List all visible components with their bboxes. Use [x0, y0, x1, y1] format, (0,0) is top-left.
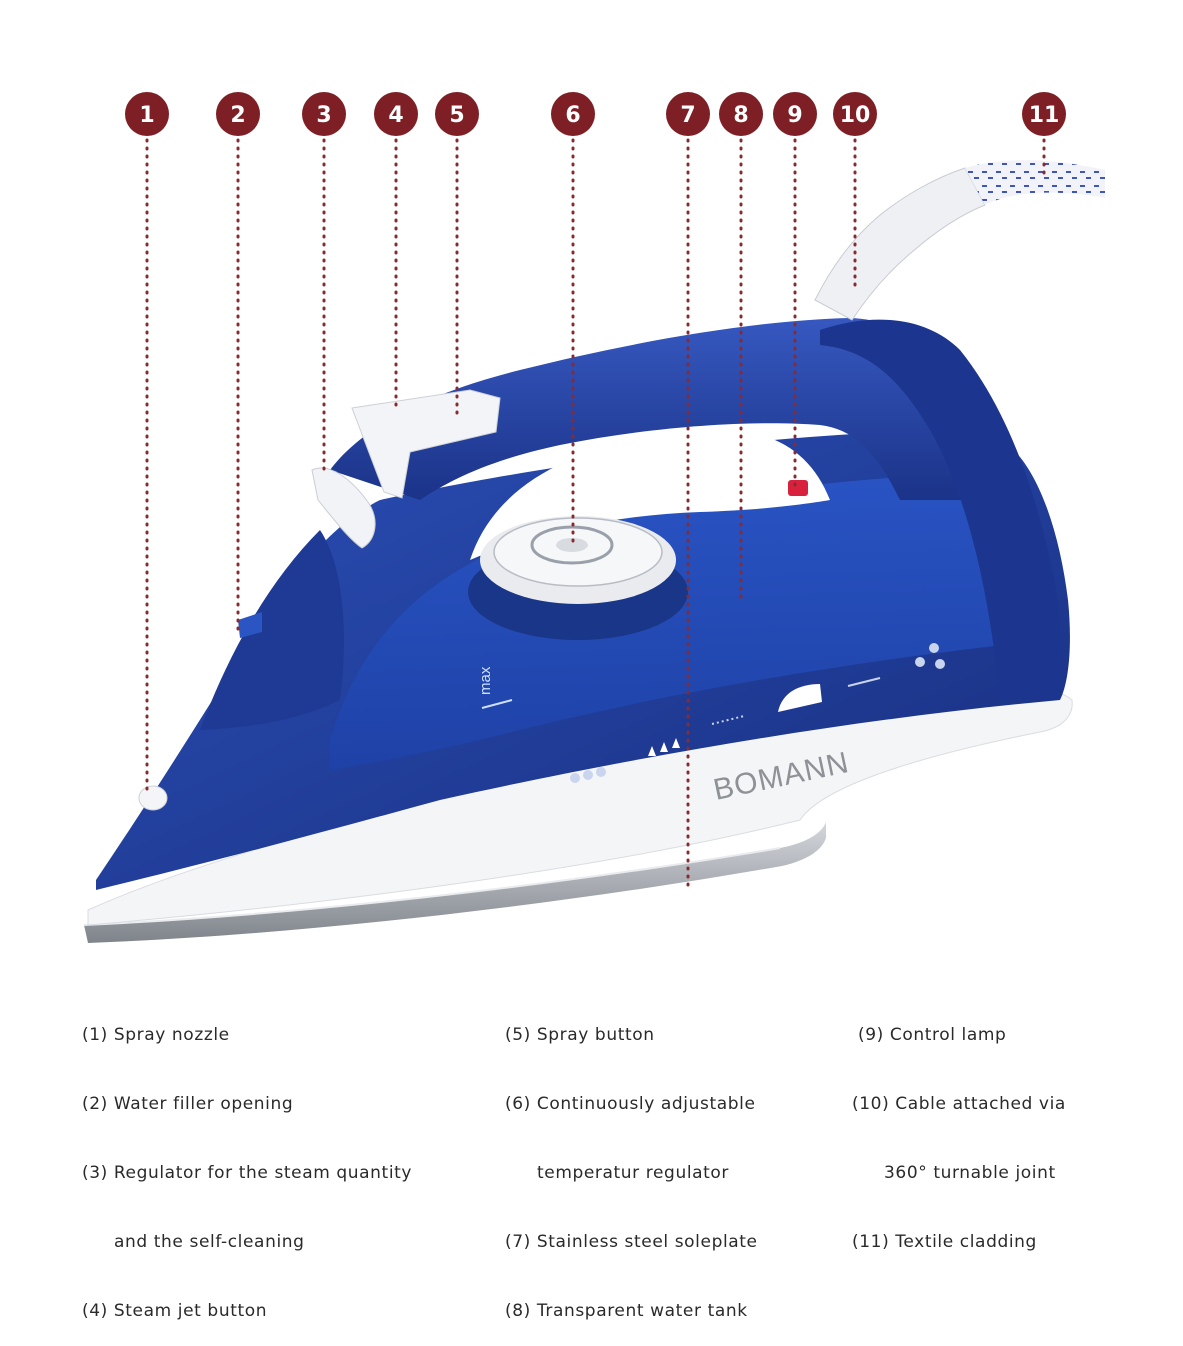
tail-block — [820, 319, 1061, 700]
steam-level-icon — [648, 738, 680, 756]
marker-8: 8 — [719, 92, 763, 136]
markers: 1 2 3 4 5 6 7 8 9 10 11 — [125, 92, 1066, 136]
svg-text:4: 4 — [388, 103, 403, 128]
soleplate-edge — [83, 847, 781, 926]
legend-entry: (5) Spray button — [505, 1025, 655, 1045]
legend-entry: (8) Transparent water tank — [505, 1301, 748, 1321]
leader-lines — [145, 138, 1046, 890]
multi-dots-icon — [915, 657, 925, 667]
legend-entry: (4) Steam jet button — [82, 1301, 268, 1321]
legend-left: (1) Spray nozzle (2) Water filler openin… — [82, 978, 412, 1346]
tank-max-label: max — [477, 666, 494, 695]
legend-entry: (7) Stainless steel soleplate — [505, 1232, 758, 1252]
svg-text:5: 5 — [449, 103, 464, 128]
legend-right: (9) Control lamp (10) Cable attached via… — [852, 978, 1066, 1277]
marker-10: 10 — [833, 92, 877, 136]
temperature-dial — [468, 516, 688, 640]
iron-diagram: max BOMANN — [83, 92, 1105, 943]
svg-text:1: 1 — [139, 103, 154, 128]
svg-text:11: 11 — [1029, 103, 1060, 128]
legend-middle: (5) Spray button (6) Continuously adjust… — [505, 978, 758, 1346]
legend-entry-continuation: and the self-cleaning — [114, 1232, 305, 1252]
legend-entry: (10) Cable attached via — [852, 1094, 1066, 1114]
spray-icon — [711, 715, 745, 725]
marker-2: 2 — [216, 92, 260, 136]
legend-entry: (11) Textile cladding — [852, 1232, 1037, 1252]
no-steam-icon — [847, 677, 881, 687]
marker-6: 6 — [551, 92, 595, 136]
spray-nozzle — [138, 785, 168, 811]
iron-icon — [778, 684, 822, 712]
marker-9: 9 — [773, 92, 817, 136]
legend-entry: (3) Regulator for the steam quantity — [82, 1163, 413, 1183]
water-filler — [238, 612, 262, 638]
svg-text:8: 8 — [733, 103, 748, 128]
svg-text:2: 2 — [230, 103, 245, 128]
marker-4: 4 — [374, 92, 418, 136]
handle — [330, 318, 990, 500]
dots-icon — [570, 773, 580, 783]
svg-text:9: 9 — [787, 103, 802, 128]
legend-entry: (2) Water filler opening — [82, 1094, 294, 1114]
svg-text:10: 10 — [840, 103, 871, 128]
marker-5: 5 — [435, 92, 479, 136]
legend-entry-continuation: temperatur regulator — [537, 1163, 730, 1183]
marker-7: 7 — [666, 92, 710, 136]
marker-3: 3 — [302, 92, 346, 136]
tank-max-line — [481, 699, 513, 709]
steam-regulator — [311, 467, 376, 549]
legend-entry: (1) Spray nozzle — [82, 1025, 230, 1045]
legend-entry-continuation: 360° turnable joint — [884, 1163, 1056, 1183]
legend-entry: (6) Continuously adjustable — [505, 1094, 756, 1114]
cord-guard — [814, 167, 986, 321]
setting-icons — [570, 643, 945, 783]
control-lamp — [788, 480, 808, 496]
cable — [965, 160, 1105, 205]
marker-1: 1 — [125, 92, 169, 136]
nose-panel — [200, 530, 344, 730]
svg-text:7: 7 — [680, 103, 695, 128]
steam-jet-button — [351, 389, 501, 499]
marker-11: 11 — [1022, 92, 1066, 136]
svg-text:6: 6 — [565, 103, 580, 128]
legend-entry: (9) Control lamp — [852, 1025, 1007, 1045]
svg-text:3: 3 — [316, 103, 331, 128]
